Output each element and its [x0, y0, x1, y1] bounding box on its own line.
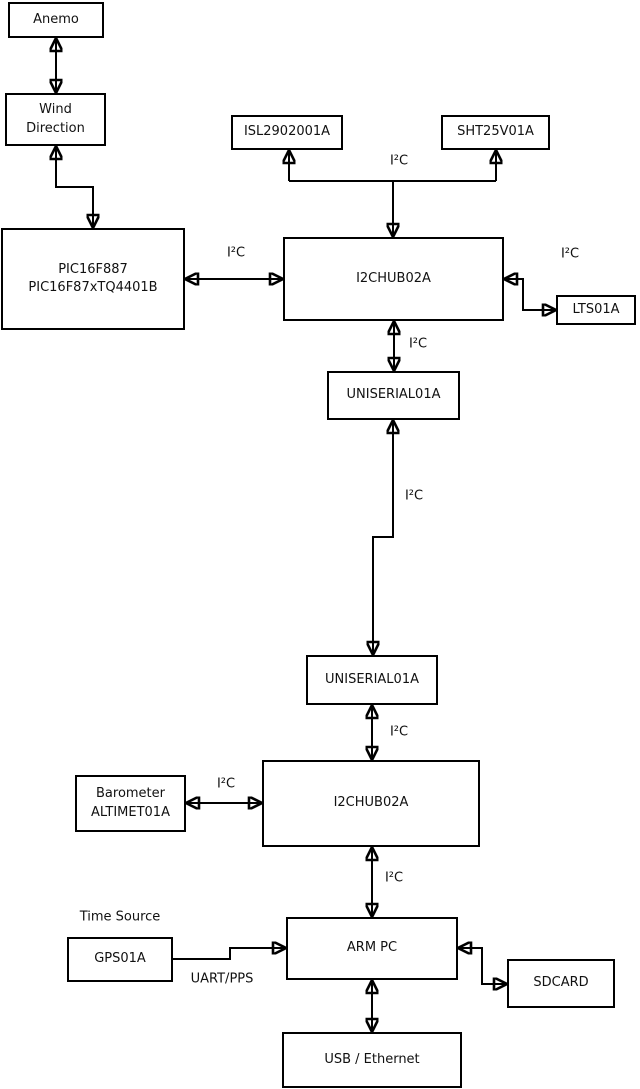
- node-wind-direction: Wind Direction: [5, 93, 106, 146]
- node-lts01a: LTS01A: [556, 295, 636, 325]
- node-gps01a: GPS01A: [67, 937, 173, 982]
- edge-label-time-source: Time Source: [79, 909, 161, 925]
- edge-i2chub-top-lts: [504, 279, 556, 310]
- edge-label-i2c-uniserial-hub2: I²C: [389, 724, 409, 740]
- node-i2chub02a-bottom: I2CHUB02A: [262, 760, 480, 847]
- node-pic16f887: PIC16F887 PIC16F87xTQ4401B: [1, 228, 185, 330]
- edge-label-i2c-uniserial-link: I²C: [404, 488, 424, 504]
- node-uniserial01a-bottom: UNISERIAL01A: [306, 655, 438, 705]
- node-usb-ethernet: USB / Ethernet: [282, 1032, 462, 1088]
- edge-armpc-sdcard: [458, 948, 507, 984]
- edge-winddirection-pic: [56, 146, 93, 228]
- node-anemo: Anemo: [8, 2, 104, 38]
- edge-label-i2c-hub-uniserial: I²C: [408, 336, 428, 352]
- edge-label-i2c-hub2-armpc: I²C: [384, 870, 404, 886]
- edge-label-i2c-hub-lts: I²C: [560, 246, 580, 262]
- edge-label-uart-pps: UART/PPS: [190, 971, 254, 987]
- edge-label-i2c-pic-hub: I²C: [226, 245, 246, 261]
- edge-gps-armpc: [173, 948, 286, 960]
- edge-label-i2c-sensors: I²C: [389, 153, 409, 169]
- edge-uniserial-top-uniserial-bottom: [373, 420, 393, 655]
- node-barometer-altimet01a: Barometer ALTIMET01A: [75, 775, 186, 832]
- node-sdcard: SDCARD: [507, 959, 615, 1008]
- node-i2chub02a-top: I2CHUB02A: [283, 237, 504, 321]
- node-sht25v01a: SHT25V01A: [441, 115, 550, 150]
- node-arm-pc: ARM PC: [286, 917, 458, 980]
- node-uniserial01a-top: UNISERIAL01A: [327, 371, 460, 420]
- node-isl2902001a: ISL2902001A: [231, 115, 343, 150]
- edge-label-i2c-barometer: I²C: [216, 776, 236, 792]
